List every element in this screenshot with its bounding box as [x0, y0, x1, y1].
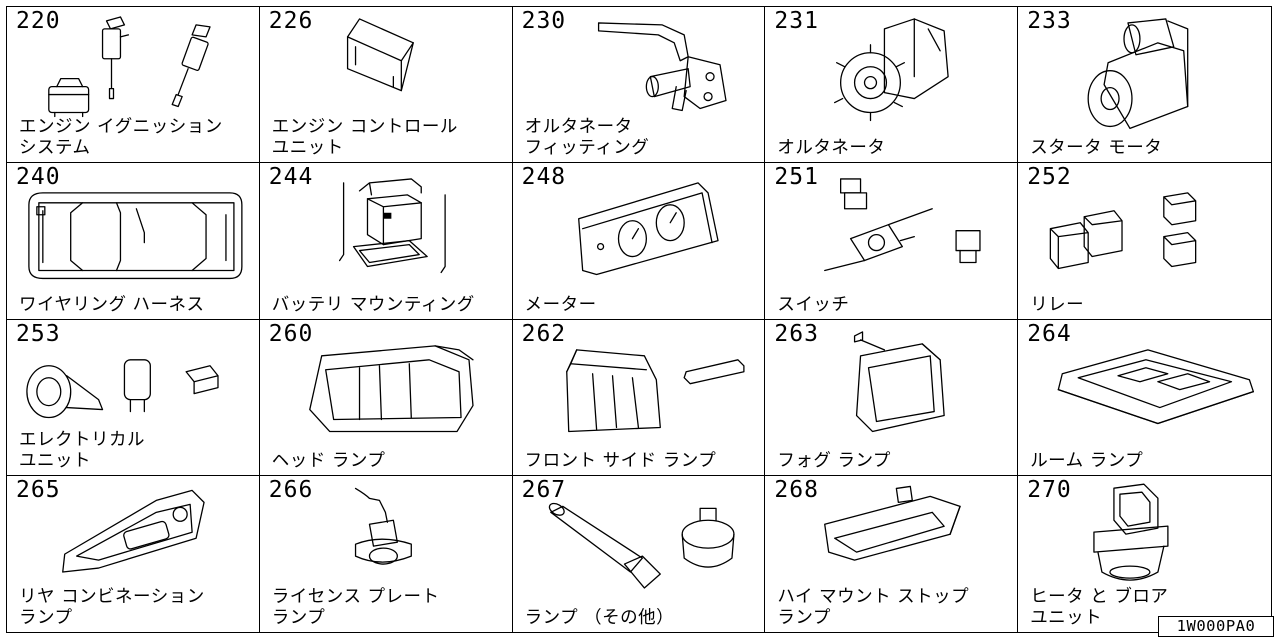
- category-label: メーター: [524, 294, 597, 315]
- relay-icon: [1049, 192, 1197, 270]
- category-number: 253: [16, 320, 61, 347]
- category-label: スタータ モータ: [1030, 138, 1163, 159]
- category-number: 270: [1027, 476, 1072, 503]
- category-label: フォグ ランプ: [777, 450, 891, 471]
- category-cell-252[interactable]: 252 リレー: [1018, 163, 1271, 320]
- category-number: 231: [774, 8, 819, 34]
- category-number: 233: [1027, 8, 1072, 34]
- room-lamp-icon: [1057, 348, 1255, 424]
- category-label: バッテリ マウンティング: [271, 294, 475, 315]
- category-label: ヒータ と ブロア ユニット: [1030, 587, 1169, 628]
- electrical-unit-icon: [26, 358, 219, 418]
- category-label: リヤ コンビネーション ランプ: [19, 587, 205, 628]
- alternator-icon: [834, 18, 950, 122]
- category-number: 260: [268, 320, 314, 347]
- fog-lamp-icon: [854, 330, 946, 432]
- category-cell-260[interactable]: 260 ヘッド ランプ: [259, 319, 513, 476]
- category-number: 263: [774, 320, 819, 347]
- starter-motor-icon: [1087, 18, 1189, 130]
- headlamp-icon: [308, 344, 474, 432]
- wiring-harness-car-icon: [28, 192, 243, 280]
- category-cell-231[interactable]: 231 オルタネータ: [765, 7, 1019, 164]
- category-cell-220[interactable]: 220 エンジン イグニッション システム: [7, 7, 260, 164]
- rear-combination-lamp-icon: [62, 489, 205, 573]
- category-cell-240[interactable]: 240 ワイヤリング ハーネス: [7, 163, 260, 320]
- category-cell-268[interactable]: 268 ハイ マウント ストップ ランプ: [765, 475, 1019, 632]
- category-cell-244[interactable]: 244 バッテリ マウンティング: [259, 163, 513, 320]
- category-label: エレクトリカル ユニット: [19, 429, 145, 471]
- category-label: ランプ （その他）: [524, 608, 675, 628]
- engine-control-unit-icon: [346, 18, 414, 92]
- meter-cluster-icon: [577, 182, 719, 276]
- high-mount-stop-lamp-icon: [824, 485, 962, 561]
- category-label: フロント サイド ランプ: [524, 450, 717, 471]
- catalog-code-label: 1W000PA0: [1158, 616, 1274, 637]
- category-number: 268: [774, 476, 819, 503]
- ignition-system-icon: [48, 16, 211, 118]
- parts-category-grid: 220 エンジン イグニッション システム 226 エンジン コントロール ユニ…: [6, 6, 1272, 633]
- category-label: リレー: [1030, 294, 1085, 315]
- category-label: オルタネータ: [777, 138, 886, 159]
- category-number: 265: [16, 476, 61, 503]
- alternator-bracket-icon: [597, 22, 727, 112]
- category-cell-248[interactable]: 248 メーター: [512, 163, 766, 320]
- switch-icon: [824, 178, 982, 272]
- category-number: 252: [1027, 164, 1072, 191]
- category-number: 267: [521, 476, 567, 503]
- category-number: 266: [268, 476, 314, 503]
- category-cell-263[interactable]: 263 フォグ ランプ: [765, 319, 1019, 476]
- category-cell-253[interactable]: 253 エレクトリカル ユニット: [7, 319, 260, 476]
- front-side-lamp-icon: [565, 348, 745, 432]
- license-plate-lamp-icon: [354, 487, 412, 565]
- category-label: スイッチ: [777, 294, 850, 315]
- category-cell-262[interactable]: 262 フロント サイド ランプ: [512, 319, 766, 476]
- category-cell-230[interactable]: 230 オルタネータ フィッティング: [512, 7, 766, 164]
- category-cell-233[interactable]: 233 スタータ モータ: [1018, 7, 1271, 164]
- category-label: ワイヤリング ハーネス: [19, 294, 205, 315]
- category-number: 248: [521, 164, 567, 191]
- heater-blower-unit-icon: [1093, 483, 1169, 581]
- category-label: ヘッド ランプ: [271, 450, 386, 471]
- category-number: 244: [268, 164, 314, 191]
- category-number: 226: [268, 8, 314, 34]
- category-number: 240: [16, 164, 61, 191]
- category-number: 220: [16, 8, 61, 34]
- category-cell-226[interactable]: 226 エンジン コントロール ユニット: [259, 7, 513, 164]
- category-cell-267[interactable]: 267 ランプ （その他）: [513, 475, 766, 632]
- category-number: 251: [774, 164, 819, 191]
- category-cell-265[interactable]: 265 リヤ コンビネーション ランプ: [7, 475, 260, 632]
- category-label: オルタネータ フィッティング: [524, 117, 650, 159]
- category-cell-264[interactable]: 264 ルーム ランプ: [1018, 320, 1271, 476]
- category-number: 262: [521, 320, 567, 347]
- category-number: 230: [521, 8, 567, 34]
- category-cell-266[interactable]: 266 ライセンス プレート ランプ: [260, 475, 513, 632]
- category-number: 264: [1027, 320, 1072, 347]
- category-cell-270[interactable]: 270 ヒータ と ブロア ユニット: [1018, 476, 1271, 632]
- category-label: エンジン コントロール ユニット: [271, 117, 458, 159]
- category-label: ハイ マウント ストップ ランプ: [777, 587, 970, 628]
- category-label: ルーム ランプ: [1030, 450, 1144, 471]
- category-cell-251[interactable]: 251 スイッチ: [765, 163, 1019, 320]
- category-label: エンジン イグニッション システム: [19, 117, 223, 159]
- category-label: ライセンス プレート ランプ: [271, 587, 440, 628]
- battery-mount-icon: [338, 178, 446, 274]
- lamp-other-icon: [548, 502, 735, 589]
